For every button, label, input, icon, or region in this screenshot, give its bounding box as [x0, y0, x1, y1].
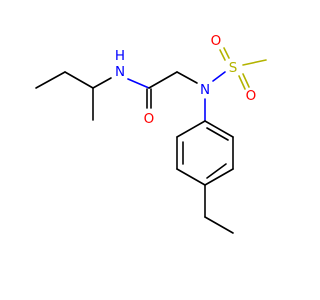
sulfonamide-n-label: N — [200, 82, 210, 98]
ring-double-2 — [206, 163, 227, 179]
bond-ch2-ch — [64, 71, 94, 89]
bond-s-methyl — [242, 59, 267, 66]
amide-n-label: N — [115, 64, 125, 80]
bond-s-o-lower-b — [242, 73, 250, 88]
sulfur-label: S — [229, 60, 238, 76]
atom-labels: N H O N S O O — [115, 33, 256, 127]
ring-bond-3 — [204, 168, 234, 186]
bond-ethyl-ch3-ch2 — [35, 71, 66, 89]
bond-ch2-n — [176, 71, 198, 84]
background — [0, 0, 300, 300]
bond-ethyl-terminal — [204, 216, 234, 234]
molecule-structure: N H O N S O O — [0, 0, 300, 300]
ring-bond-6 — [176, 120, 206, 138]
bond-ch-nh — [92, 77, 112, 89]
ring-bond-1 — [204, 120, 234, 138]
bonds — [35, 47, 267, 234]
carbonyl-o-label: O — [144, 111, 155, 127]
ring-double-1 — [206, 127, 229, 141]
bond-s-o-upper-b — [223, 47, 230, 59]
bond-nh-carbonyl — [127, 78, 150, 89]
bond-n-s — [212, 71, 226, 82]
amide-h-label: H — [115, 48, 125, 64]
bond-s-o-lower-a — [238, 75, 246, 90]
bond-s-o-upper-a — [219, 49, 226, 61]
ring-bond-4 — [176, 168, 206, 186]
sulfonyl-o-lower-label: O — [246, 88, 257, 104]
bond-carbonyl-ch2 — [148, 71, 178, 89]
sulfonyl-o-upper-label: O — [211, 33, 222, 49]
